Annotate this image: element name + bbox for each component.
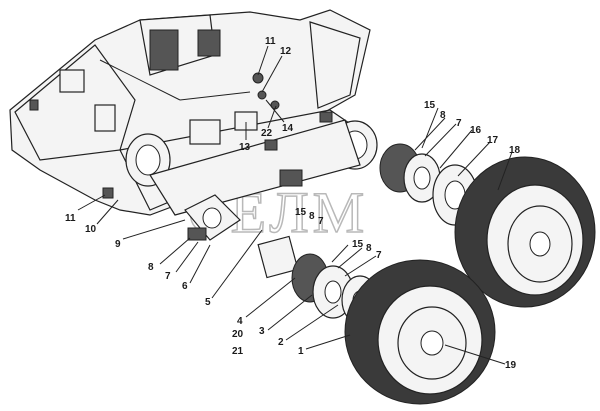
callout-22: 22	[261, 128, 273, 139]
callout-17: 17	[487, 135, 499, 146]
callout-11-frame: 11	[65, 213, 76, 224]
callout-8-middle: 8	[309, 211, 315, 222]
callout-5: 5	[205, 297, 211, 308]
rear-hub-assembly	[379, 143, 478, 226]
callout-16: 16	[470, 125, 482, 136]
callout-11: 11	[265, 36, 276, 47]
callout-9: 9	[115, 239, 121, 250]
callout-7-frame: 7	[165, 271, 171, 282]
callout-8-frame: 8	[148, 262, 154, 273]
callout-15-rear: 15	[424, 100, 436, 111]
callout-6: 6	[182, 281, 188, 292]
callout-8-front: 8	[366, 243, 372, 254]
leader-lines	[77, 45, 513, 365]
callout-10: 10	[85, 224, 97, 235]
callout-4: 4	[237, 316, 243, 327]
callout-labels: 11 12 22 14 13 15 8 7 16 17 18 15 8 7 15…	[65, 36, 521, 371]
front-tire	[344, 259, 496, 405]
callout-3: 3	[259, 326, 265, 337]
callout-1: 1	[298, 346, 304, 357]
callout-7-rear: 7	[456, 118, 462, 129]
callout-13: 13	[239, 142, 251, 153]
rear-tire	[454, 156, 596, 308]
callout-8-rear: 8	[440, 110, 446, 121]
chain-bracket	[184, 194, 241, 241]
callout-20: 20	[232, 329, 244, 340]
callout-19: 19	[505, 360, 517, 371]
callout-7-middle: 7	[318, 216, 324, 227]
callout-14: 14	[282, 123, 294, 134]
callout-18: 18	[509, 145, 521, 156]
callout-2: 2	[278, 337, 284, 348]
callout-7-front: 7	[376, 250, 382, 261]
callout-15-middle: 15	[295, 207, 307, 218]
callout-15-front: 15	[352, 239, 364, 250]
loader-frame	[9, 9, 378, 216]
callout-12: 12	[280, 46, 292, 57]
callout-21: 21	[232, 346, 244, 357]
